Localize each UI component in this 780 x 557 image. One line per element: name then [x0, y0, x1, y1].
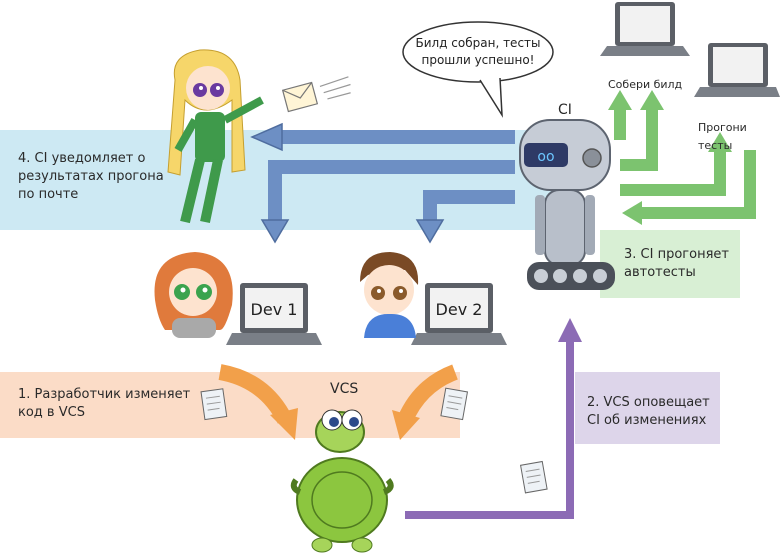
- document-icon: [440, 387, 469, 421]
- vcs-to-ci-arrow: [405, 318, 582, 519]
- dev1-person: [154, 252, 233, 338]
- laptop-dev1: [226, 283, 322, 345]
- document-icon: [519, 460, 548, 494]
- step1-label: 1. Разработчик изменяет код в VCS: [18, 387, 191, 420]
- laptop-dev2: [411, 283, 507, 345]
- ci-label: CI: [558, 102, 572, 118]
- build-test-arrows: [608, 90, 756, 225]
- step2-label: 2. VCS оповещает CI об изменениях: [587, 395, 710, 428]
- laptop-dev1-label: Dev 1: [251, 300, 298, 319]
- document-icon: [200, 388, 228, 421]
- dev2-person: [360, 252, 419, 338]
- speech-bubble-text: Билд собран, тесты прошли успешно!: [415, 36, 541, 67]
- laptop-build-label: Собери билд: [608, 78, 683, 91]
- notify-arrows: [250, 122, 515, 244]
- tester-girl: [167, 49, 264, 224]
- step3-label: 3. CI прогоняет автотесты: [624, 247, 729, 280]
- laptop-dev2-label: Dev 2: [436, 300, 483, 319]
- dev-band: [0, 372, 460, 438]
- laptop-tests: [694, 43, 780, 97]
- svg-text:oo: oo: [537, 149, 554, 165]
- robot-icon: oo: [519, 119, 615, 290]
- commit-arrows: [218, 364, 459, 440]
- envelope-icon: [281, 76, 351, 113]
- turtle-icon: [290, 409, 394, 553]
- speech-bubble: [402, 21, 554, 118]
- vcs-label: VCS: [330, 381, 359, 397]
- autotest-band: [600, 230, 740, 298]
- laptop-build: [600, 2, 690, 56]
- step4-label: 4. CI уведомляет о результатах прогона п…: [18, 151, 164, 202]
- laptop-tests-label: Прогони тесты: [698, 121, 747, 152]
- vcs-notify-band: [575, 372, 720, 444]
